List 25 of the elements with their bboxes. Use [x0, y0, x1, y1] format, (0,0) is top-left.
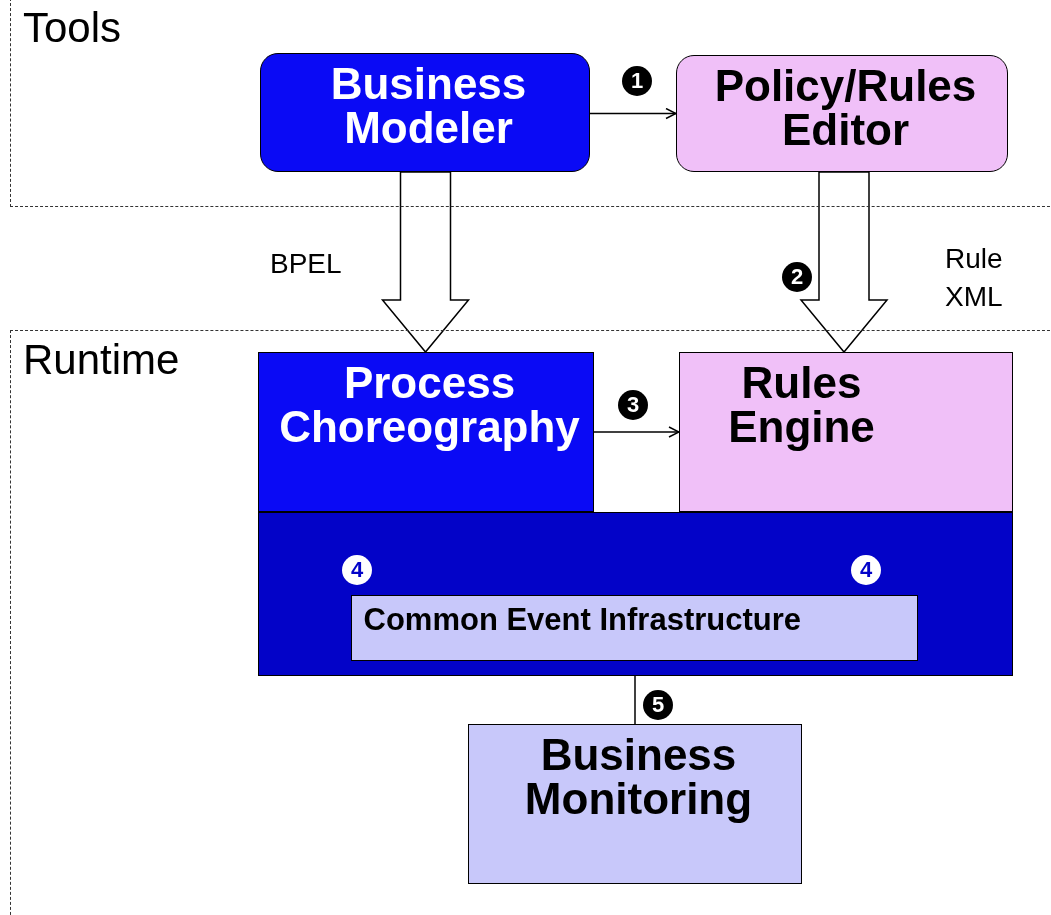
component-label: Rules Engine	[727, 360, 876, 449]
component-label: Business Monitoring	[523, 732, 754, 821]
region-band	[10, 0, 1051, 207]
component-label: Policy/Rules Editor	[713, 63, 978, 152]
component-box	[675, 54, 1008, 172]
callout-number: 1	[622, 66, 652, 96]
component-box	[350, 594, 918, 661]
component-box	[467, 723, 802, 884]
callout-number: 2	[782, 262, 812, 292]
region-title: Tools	[22, 7, 123, 49]
arrow	[593, 426, 680, 438]
component-label: Business Modeler	[329, 61, 528, 150]
component-label: Process Choreography	[278, 360, 581, 449]
region-band	[10, 330, 1051, 915]
component-box	[257, 351, 594, 512]
region-title: Runtime	[22, 339, 181, 381]
arrow	[589, 107, 677, 120]
component-label: Common Event Infrastructure	[362, 603, 802, 635]
callout-number: 5	[643, 690, 673, 720]
block-arrow	[799, 171, 889, 354]
block-arrow	[380, 171, 471, 354]
callout-number: 3	[618, 390, 648, 420]
platform-box	[257, 511, 1013, 676]
component-box	[259, 52, 590, 172]
component-box	[678, 351, 1013, 512]
